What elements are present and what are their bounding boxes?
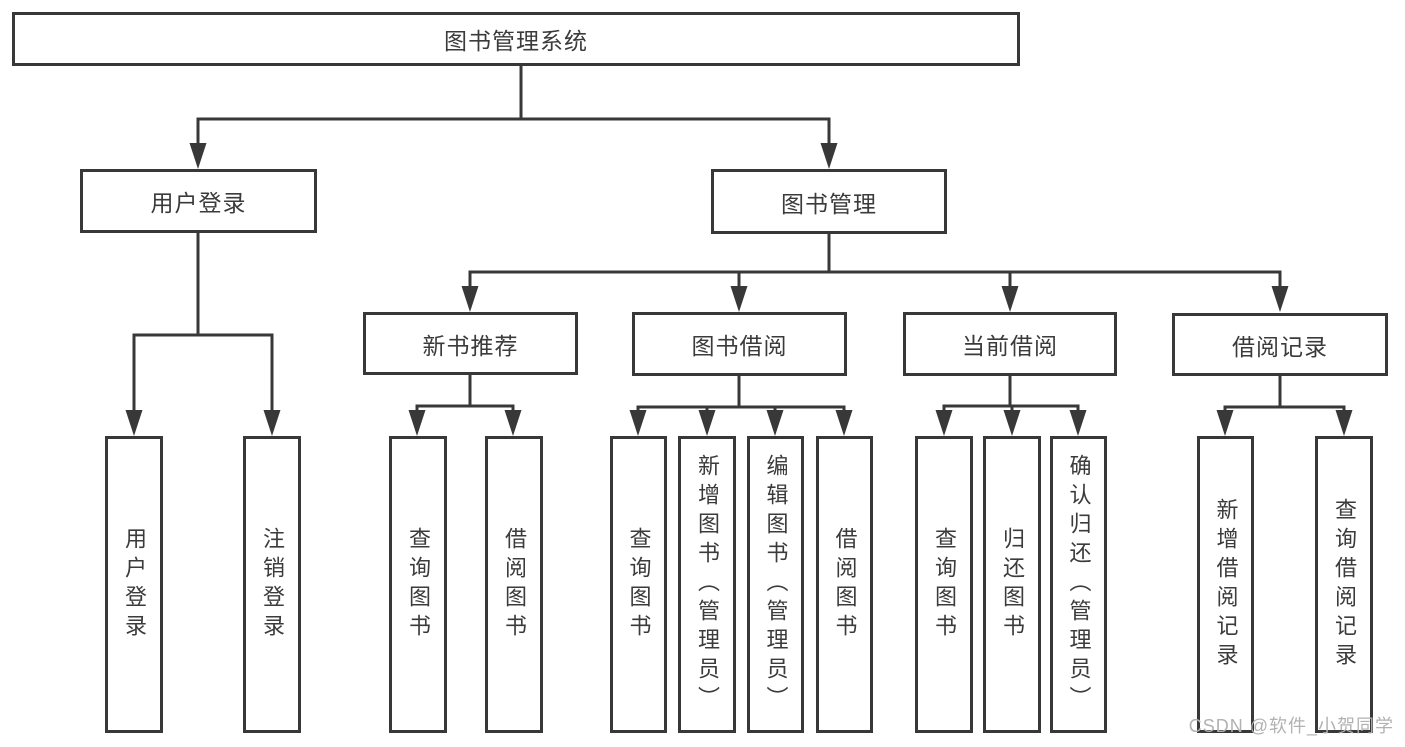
node-user-login-module: 用户登录: [80, 169, 317, 233]
node-label: 查询图书: [406, 526, 431, 643]
node-label: 归还图书: [1000, 526, 1025, 643]
csdn-watermark: CSDN @软件_小贺同学: [1188, 716, 1394, 736]
node-label: 借阅记录: [1232, 333, 1328, 360]
node-leaf-query-books-recommend: 查询图书: [389, 436, 447, 733]
node-leaf-query-borrow-record: 查询借阅记录: [1315, 436, 1373, 733]
node-leaf-logout: 注销登录: [243, 436, 301, 733]
node-label: 注销登录: [260, 526, 285, 643]
node-current-borrowing: 当前借阅: [903, 312, 1117, 376]
node-borrow-records: 借阅记录: [1172, 313, 1388, 376]
arrowheads: [125, 143, 1353, 436]
node-book-management-module: 图书管理: [711, 169, 947, 234]
node-label: 新增图书（管理员）: [695, 454, 720, 715]
node-label: 图书管理: [781, 190, 877, 217]
node-label: 查询图书: [932, 526, 957, 643]
node-leaf-confirm-return-admin: 确认归还（管理员）: [1050, 436, 1107, 733]
node-label: 借阅图书: [832, 526, 858, 643]
node-book-borrowing: 图书借阅: [632, 312, 847, 376]
node-label: 用户登录: [150, 190, 247, 216]
node-leaf-return-books: 归还图书: [983, 436, 1041, 733]
node-leaf-query-books-borrowing: 查询图书: [610, 436, 667, 733]
node-leaf-add-books-admin: 新增图书（管理员）: [678, 436, 736, 733]
node-leaf-borrow-books-recommend: 借阅图书: [485, 436, 543, 733]
node-label: 确认归还（管理员）: [1066, 454, 1092, 715]
node-leaf-user-login: 用户登录: [105, 436, 163, 733]
node-label: 新书推荐: [422, 332, 519, 359]
node-root-system: 图书管理系统: [12, 12, 1020, 66]
node-leaf-edit-books-admin: 编辑图书（管理员）: [747, 436, 804, 733]
node-leaf-borrow-books: 借阅图书: [816, 436, 873, 733]
node-label: 当前借阅: [962, 333, 1058, 359]
node-label: 编辑图书（管理员）: [763, 454, 789, 715]
node-label: 新增借阅记录: [1213, 497, 1239, 672]
node-new-book-recommend: 新书推荐: [363, 312, 578, 375]
node-label: 图书借阅: [691, 333, 788, 359]
node-leaf-query-books-current: 查询图书: [915, 436, 973, 733]
node-leaf-add-borrow-record: 新增借阅记录: [1197, 436, 1254, 733]
node-label: 查询图书: [626, 526, 652, 643]
node-label: 图书管理系统: [444, 28, 588, 54]
node-label: 借阅图书: [502, 526, 527, 643]
node-label: 查询借阅记录: [1332, 497, 1357, 672]
node-label: 用户登录: [122, 526, 147, 643]
